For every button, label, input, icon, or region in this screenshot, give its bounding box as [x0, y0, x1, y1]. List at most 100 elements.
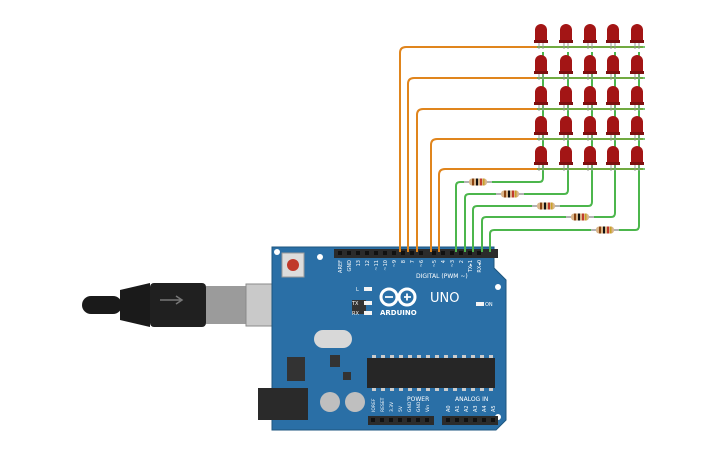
led: [535, 86, 547, 104]
led: [607, 146, 619, 164]
mount-hole: [495, 284, 501, 290]
led-tx-label: TX: [351, 301, 359, 307]
chip-pin: [480, 388, 484, 391]
column-wire: [464, 193, 496, 252]
arduino-logo-icon: [385, 293, 411, 301]
digital-pin-socket: [338, 251, 342, 255]
chip-pin: [426, 388, 430, 391]
small-chip: [343, 372, 351, 380]
digital-pin-label: ~5: [432, 260, 438, 267]
led-rim: [583, 40, 597, 43]
digital-pin-socket: [347, 251, 351, 255]
led-rim: [606, 71, 620, 74]
chip-pin: [408, 388, 412, 391]
analog-pin-label: A0: [446, 405, 452, 412]
resistor-band: [504, 190, 506, 198]
resistor-band: [476, 178, 478, 186]
led-rim: [534, 162, 548, 165]
led-rim: [583, 71, 597, 74]
usb-plug-metal: [206, 286, 246, 324]
column-wire-led: [560, 52, 593, 207]
resistor-band: [483, 178, 485, 186]
led-rim: [583, 132, 597, 135]
power-pin-socket: [389, 418, 393, 422]
power-pin-socket: [416, 418, 420, 422]
chip-pin: [426, 355, 430, 358]
analog-pin-socket: [491, 418, 495, 422]
capacitor: [345, 392, 365, 412]
led-rim: [606, 40, 620, 43]
chip-pin: [444, 355, 448, 358]
chip-pin: [489, 388, 493, 391]
chip-pin: [453, 388, 457, 391]
digital-pin-socket: [432, 251, 436, 255]
digital-pin-label: 8: [401, 260, 407, 263]
led: [607, 55, 619, 73]
led-rx-indicator: [364, 311, 372, 315]
chip-pin: [399, 355, 403, 358]
digital-pin-socket: [450, 251, 454, 255]
digital-pin-label: 7: [410, 260, 416, 263]
led-rim: [606, 162, 620, 165]
column-wire: [489, 229, 591, 252]
resistor-band: [548, 202, 550, 210]
led: [631, 146, 643, 164]
digital-pin-label: 12: [365, 260, 371, 266]
digital-pin-socket: [441, 251, 445, 255]
resistor-band: [480, 178, 482, 186]
chip-pin: [417, 388, 421, 391]
row-wire: [438, 168, 643, 252]
led: [560, 24, 572, 42]
power-pin-label: 5V: [398, 405, 404, 412]
led-rim: [559, 102, 573, 105]
brand-label: ARDUINO: [380, 309, 417, 317]
power-jack: [258, 388, 308, 420]
led-matrix: [534, 24, 644, 171]
digital-pin-label: TX▸1: [468, 260, 474, 273]
led: [631, 116, 643, 134]
led: [584, 86, 596, 104]
usb-plug-body: [150, 283, 206, 327]
model-label: UNO: [430, 291, 459, 306]
chip-pin: [381, 355, 385, 358]
column-wire-led: [492, 52, 544, 183]
capacitor: [320, 392, 340, 412]
chip-pin: [372, 388, 376, 391]
resistor-band: [582, 213, 584, 221]
analog-pin-label: A2: [464, 405, 470, 412]
led-rim: [630, 71, 644, 74]
led-rim: [630, 132, 644, 135]
digital-pin-label: RX◂0: [477, 260, 483, 273]
small-chip: [330, 355, 340, 367]
led: [631, 55, 643, 73]
power-pin-socket: [398, 418, 402, 422]
digital-pin-label: AREF: [338, 260, 344, 273]
on-label: ON: [485, 302, 493, 308]
analog-header: [442, 416, 498, 425]
chip-pin: [471, 388, 475, 391]
digital-pin-socket: [374, 251, 378, 255]
column-wire-led: [594, 52, 616, 218]
mount-hole: [274, 249, 280, 255]
resistor-band: [599, 226, 601, 234]
resistor-band: [508, 190, 510, 198]
power-pin-label: 3.3V: [389, 401, 395, 412]
led-rim: [583, 162, 597, 165]
row-wire: [416, 108, 643, 252]
led: [584, 116, 596, 134]
power-pin-socket: [425, 418, 429, 422]
atmega-chip: [367, 358, 495, 388]
digital-pin-socket: [459, 251, 463, 255]
resistor-band: [585, 213, 587, 221]
voltage-regulator: [287, 357, 305, 381]
led-rim: [559, 71, 573, 74]
column-wire-led: [619, 52, 640, 231]
digital-pin-socket: [419, 251, 423, 255]
power-pin-label: GND: [407, 401, 413, 412]
led: [535, 24, 547, 42]
led: [607, 86, 619, 104]
resistor-band: [551, 202, 553, 210]
led: [535, 55, 547, 73]
led-rim: [534, 102, 548, 105]
led-rim: [630, 162, 644, 165]
